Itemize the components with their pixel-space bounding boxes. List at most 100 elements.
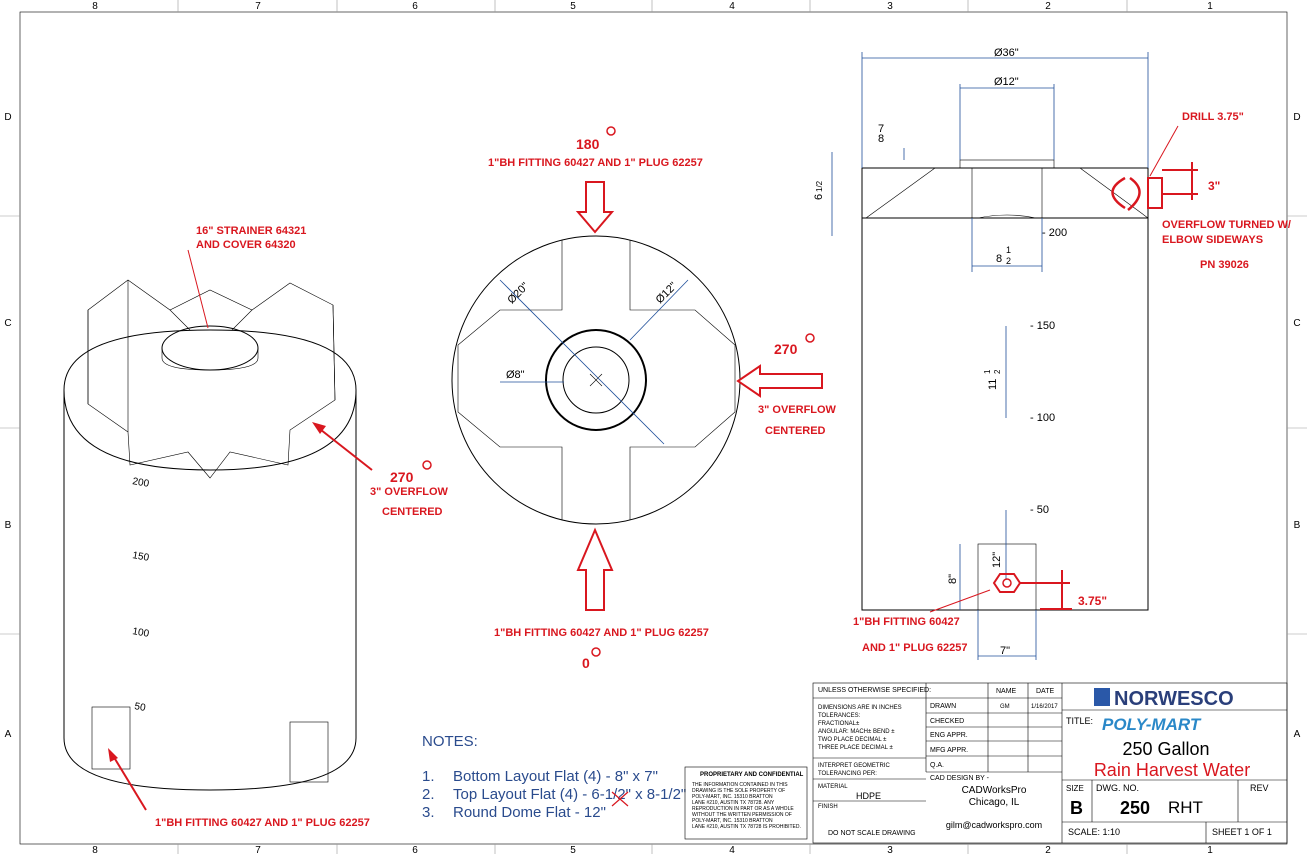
proprietary-line: DRAWING IS THE SOLE PROPERTY OF — [692, 788, 785, 794]
proprietary-line: POLY-MART, INC. 15310 BRATTON — [692, 794, 773, 800]
proprietary-line: LANE #210, AUSTIN TX 78728. ANY — [692, 800, 775, 806]
dia-36: Ø36" — [994, 47, 1019, 59]
drawn-name: GM — [1000, 704, 1010, 710]
norwesco-logo-icon — [1094, 688, 1110, 706]
col-label: 3 — [887, 845, 893, 854]
col-label: 1 — [1207, 1, 1213, 12]
drill-3: 3" — [1208, 179, 1220, 193]
interpret-2: TOLERANCING PER: — [818, 771, 877, 777]
dims-line: FRACTIONAL± — [818, 721, 860, 727]
sheet-label: SHEET 1 OF 1 — [1212, 827, 1272, 837]
title-label: TITLE: — [1066, 716, 1093, 726]
dim-3-75: 3.75" — [1078, 594, 1107, 608]
fitting-arrow-head — [108, 748, 118, 762]
qa-label: Q.A. — [930, 762, 944, 769]
dwg-value: 250 — [1120, 798, 1150, 818]
dia-12: Ø12" — [994, 76, 1019, 88]
title-line-1: 250 Gallon — [1122, 739, 1209, 759]
notes-heading: NOTES: — [422, 733, 478, 750]
col-label: 7 — [255, 1, 261, 12]
col-label: 6 — [412, 1, 418, 12]
dia-8: Ø8" — [506, 369, 525, 381]
finish-label: FINISH — [818, 804, 838, 810]
cad-design-label: CAD DESIGN BY - — [930, 775, 990, 782]
overflow-degree: 270 — [390, 469, 414, 485]
dim-8-half: 8 — [996, 253, 1002, 265]
checked-label: CHECKED — [930, 718, 964, 725]
fitting-arrow — [111, 753, 147, 811]
cross-edges — [87, 280, 336, 432]
dims-line: TWO PLACE DECIMAL ± — [818, 737, 887, 743]
deg-270: 270 — [774, 341, 798, 357]
top-view: Ø20" Ø12" Ø8" 180 1"BH FITTING 60427 AND… — [451, 126, 837, 671]
proprietary-line: POLY-MART, INC. 15310 BRATTON — [692, 818, 773, 824]
dims-line: THREE PLACE DECIMAL ± — [818, 745, 893, 751]
row-label: C — [4, 318, 11, 329]
col-label: 8 — [92, 1, 98, 12]
note-num: 2. — [422, 786, 435, 803]
inner-border — [19, 11, 1288, 845]
gauge-mark: 50 — [133, 701, 146, 714]
overflow-elbow — [1111, 176, 1126, 210]
unless-label: UNLESS OTHERWISE SPECIFIED: — [818, 687, 931, 694]
size-value: B — [1070, 798, 1083, 818]
mfg-appr-label: MFG APPR. — [930, 747, 968, 754]
fitting-label-1: 1"BH FITTING 60427 — [853, 616, 960, 628]
tank-top-section — [861, 167, 1149, 219]
fitting-label-2: AND 1" PLUG 62257 — [862, 642, 967, 654]
cad-name: CADWorksPro — [962, 785, 1027, 796]
tank-body-outline — [63, 390, 357, 791]
dim-8-half-num: 1 — [1006, 245, 1011, 255]
dwg-label: DWG. NO. — [1096, 783, 1139, 793]
dim-8-side: 8" — [947, 574, 959, 584]
note-num: 3. — [422, 804, 435, 821]
rev-label: REV — [1250, 783, 1269, 793]
interpret-1: INTERPRET GEOMETRIC — [818, 763, 891, 769]
overflow-arrow — [315, 425, 373, 471]
dim-7-8-den: 8 — [878, 133, 884, 145]
dim-7-8-num: 7 — [878, 123, 884, 135]
dim-7-side: 7" — [1000, 645, 1010, 657]
dims-line: DIMENSIONS ARE IN INCHES — [818, 705, 902, 711]
note-text: Round Dome Flat - 12" — [453, 804, 606, 821]
row-label: C — [1293, 318, 1300, 329]
brand-norwesco: NORWESCO — [1114, 688, 1234, 710]
manway-cross — [87, 279, 336, 479]
deg-0: 0 — [582, 655, 590, 671]
tank-top-ellipse — [63, 329, 357, 471]
proprietary-line: LANE #210, AUSTIN TX 78728 IS PROHIBITED… — [692, 824, 801, 830]
bottom-flat-left — [91, 706, 131, 770]
dim-12-side: 12" — [991, 552, 1003, 568]
fitting-top-label: 1"BH FITTING 60427 AND 1" PLUG 62257 — [488, 157, 703, 169]
gauge-100: - 100 — [1030, 412, 1055, 424]
cross-outline — [457, 240, 736, 520]
manway-inner — [562, 346, 630, 414]
bottom-flat-right — [289, 721, 329, 783]
row-label: D — [1293, 112, 1300, 123]
col-label: 8 — [92, 845, 98, 854]
manway-cap — [959, 159, 1055, 169]
overflow-label-2: CENTERED — [382, 506, 443, 518]
scale-label: SCALE: 1:10 — [1068, 827, 1120, 837]
cad-city: Chicago, IL — [969, 797, 1020, 808]
manway-ring — [545, 329, 647, 431]
tank-body — [861, 217, 1149, 611]
name-header: NAME — [996, 688, 1017, 695]
arrow-180 — [575, 181, 615, 234]
fitting-hex — [992, 573, 1022, 593]
gauge-150: - 150 — [1030, 320, 1055, 332]
pn-label: PN 39026 — [1200, 259, 1249, 271]
drill-label: DRILL 3.75" — [1182, 111, 1244, 123]
notes: NOTES: 1. Bottom Layout Flat (4) - 8" x … — [422, 733, 686, 821]
dims-line: TOLERANCES: — [818, 713, 861, 719]
strainer-label-1: 16" STRAINER 64321 — [196, 225, 306, 237]
date-header: DATE — [1036, 688, 1054, 695]
overflow-label-1: 3" OVERFLOW — [370, 486, 449, 498]
dim-20-line — [499, 279, 665, 445]
col-label: 2 — [1045, 845, 1051, 854]
proprietary-line: WITHOUT THE WRITTEN PERMISSION OF — [692, 812, 792, 818]
no-scale-label: DO NOT SCALE DRAWING — [828, 830, 916, 837]
dim-12-line — [629, 279, 689, 341]
